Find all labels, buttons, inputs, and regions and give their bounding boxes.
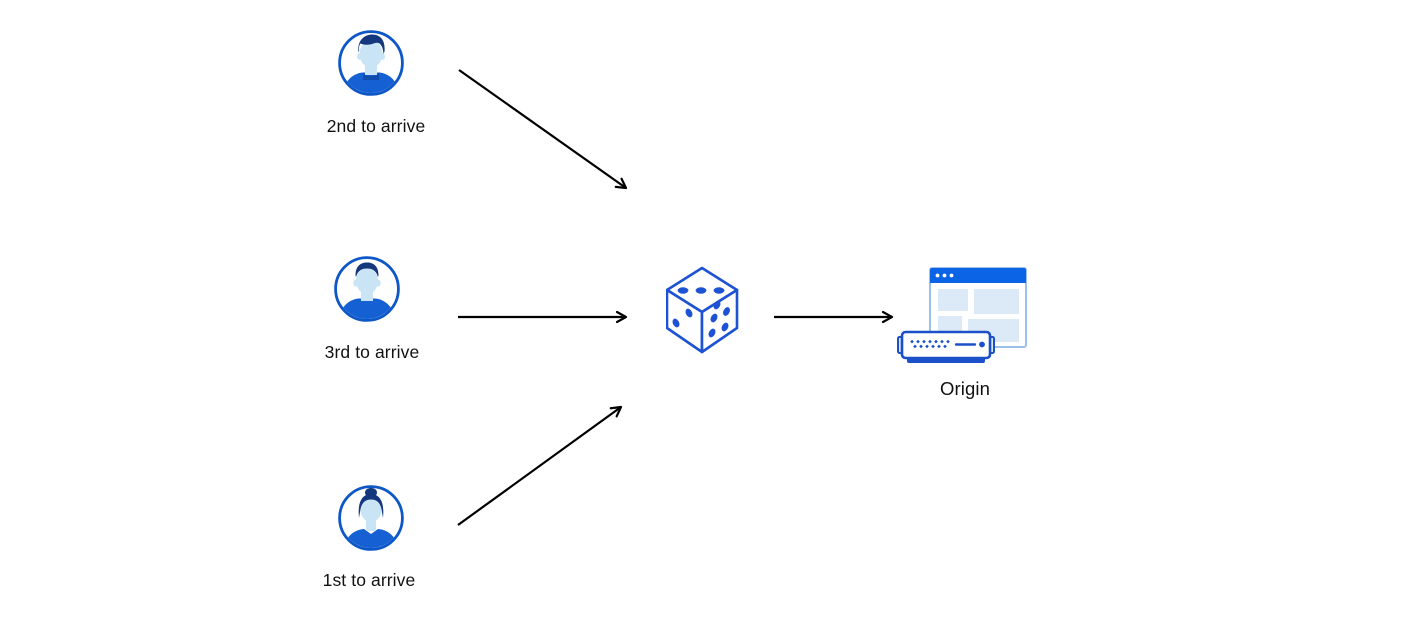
dice-pips	[672, 287, 730, 338]
server-icon	[897, 330, 995, 363]
dice-icon	[666, 266, 739, 354]
arrow-user-bottom-to-dice	[457, 405, 623, 526]
node-user-top	[338, 30, 404, 96]
user-avatar-woman-bun-icon	[338, 485, 404, 551]
user-avatar-man-crop-icon	[334, 256, 400, 322]
node-user-bottom	[338, 485, 404, 551]
arrow-user-top-to-dice	[458, 69, 628, 190]
origin-browser-server-icon	[897, 267, 1027, 363]
node-label-user-middle: 3rd to arrive	[324, 342, 420, 362]
node-label-user-bottom: 1st to arrive	[322, 570, 416, 590]
user-avatar-man-quiff-icon	[338, 30, 404, 96]
node-user-middle	[334, 256, 400, 322]
node-randomizer	[666, 264, 740, 356]
node-label-origin: Origin	[940, 378, 990, 399]
node-label-user-top: 2nd to arrive	[326, 116, 426, 136]
node-origin	[895, 256, 1030, 368]
